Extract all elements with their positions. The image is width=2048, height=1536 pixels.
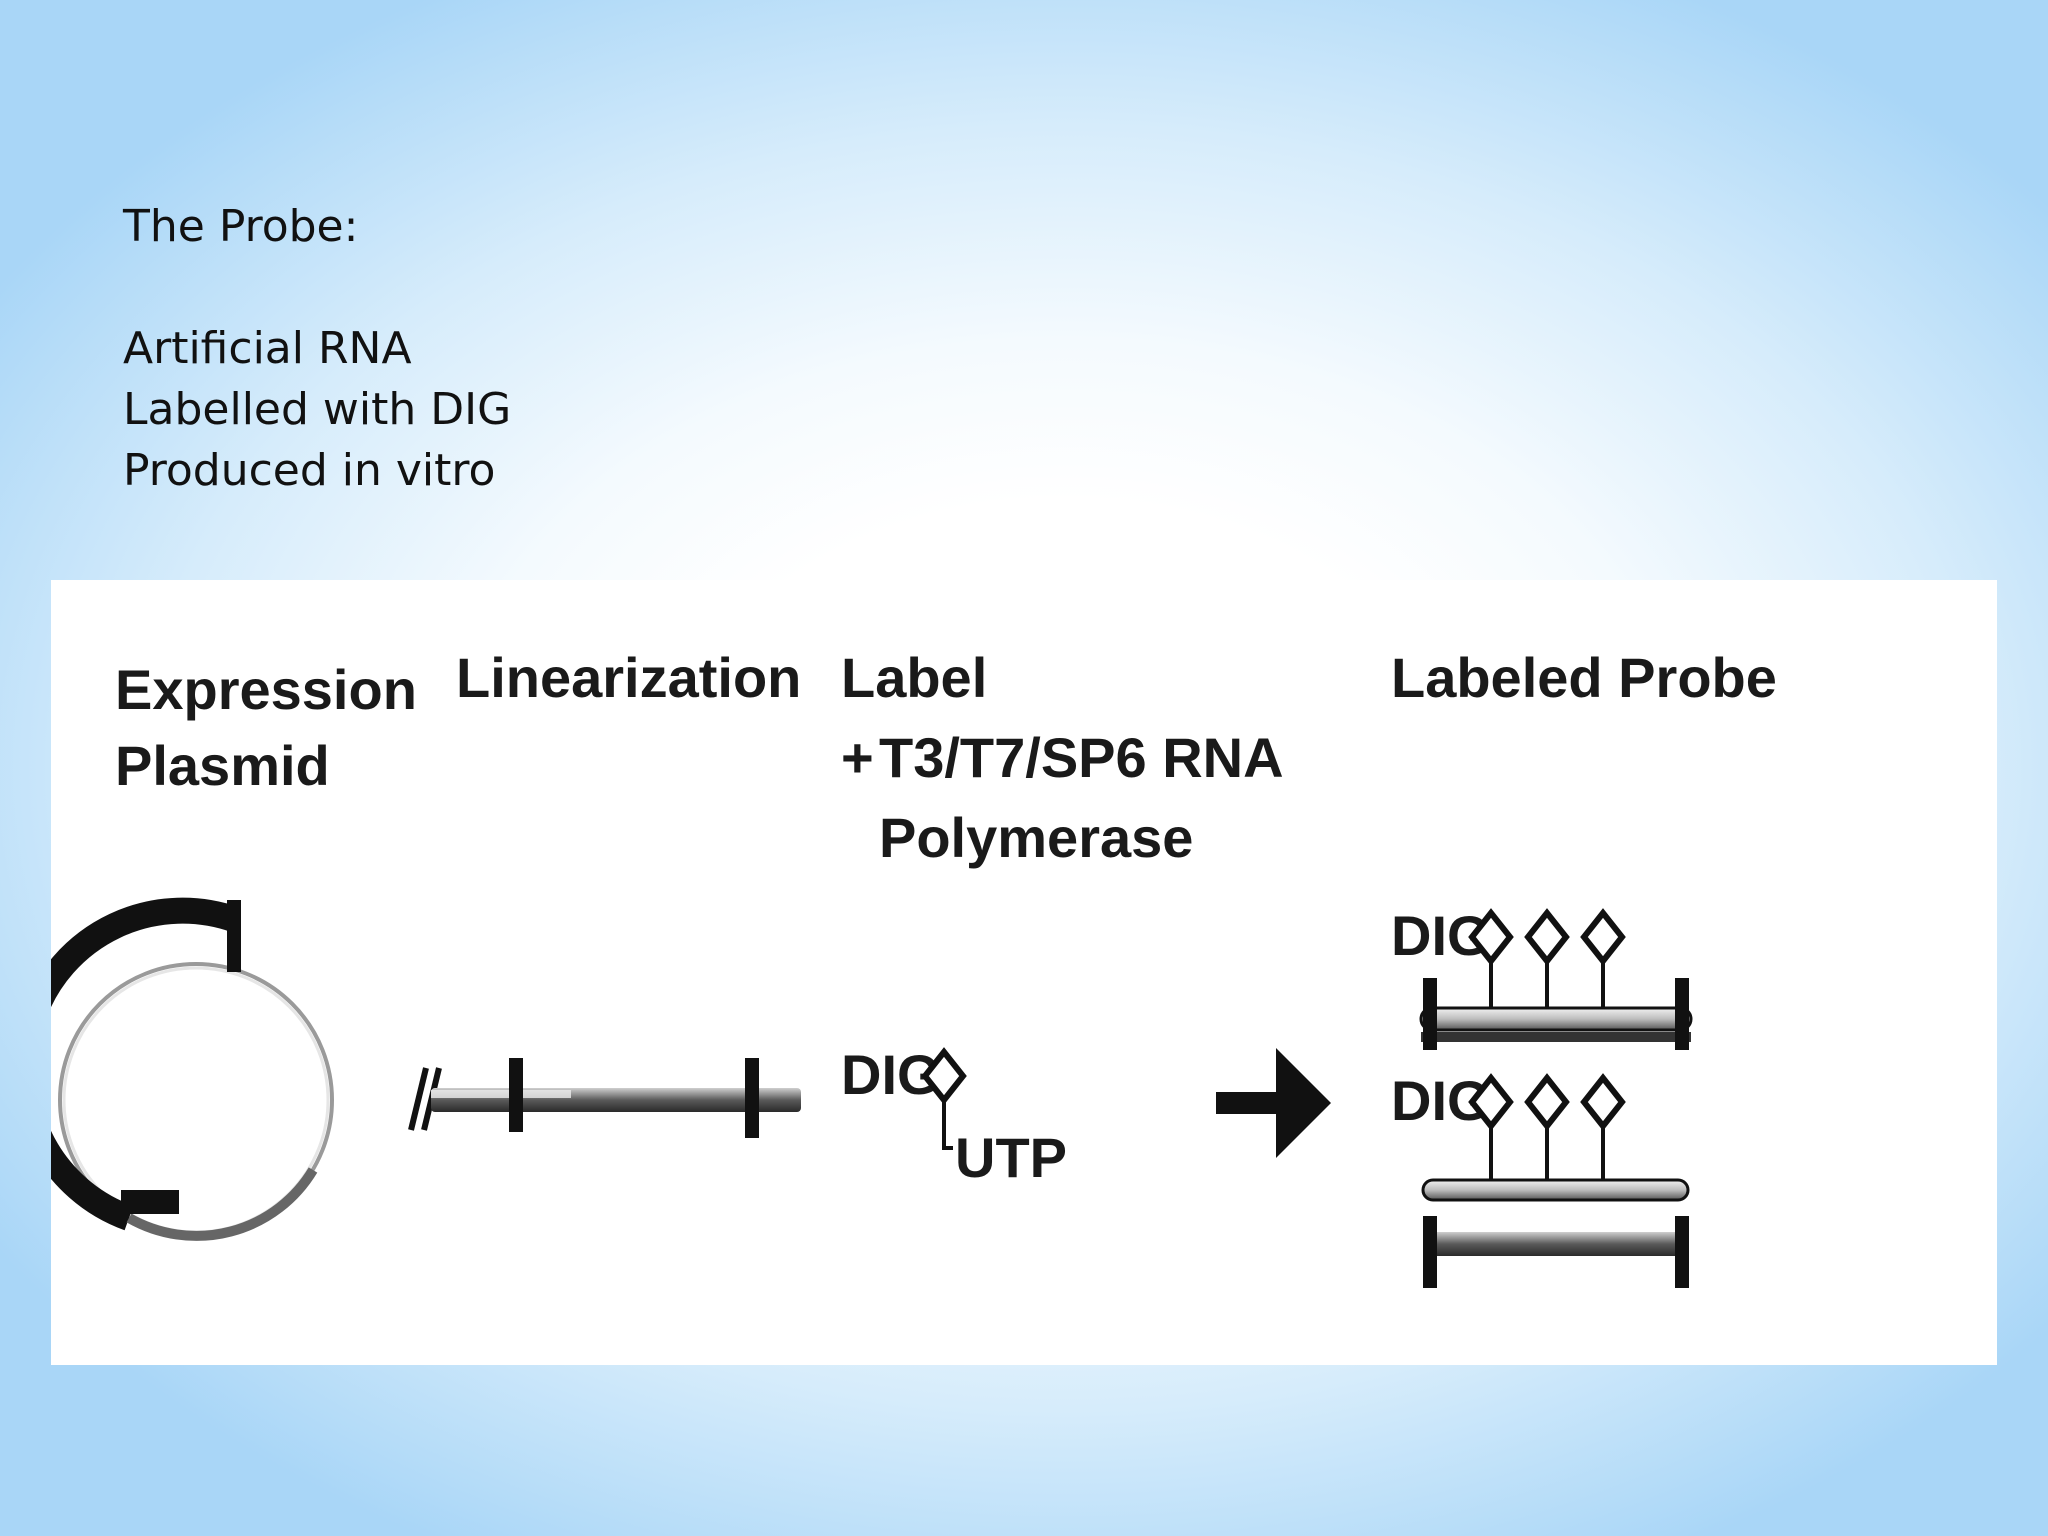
label-labeled-probe: Labeled Probe <box>1391 646 1777 709</box>
label-linearization: Linearization <box>456 646 801 709</box>
label-label: Label <box>841 646 987 709</box>
right-arrow-icon <box>1216 1048 1331 1158</box>
bullet-labelled-with-dig: Labelled with DIG <box>123 384 512 435</box>
bullet-artificial-rna: Artificial RNA <box>123 323 412 374</box>
probe-diagram-panel: Expression Plasmid Linearization <box>51 580 1997 1365</box>
labeled-probe-top-icon: DIG <box>1391 904 1693 1050</box>
label-polymerase: Polymerase <box>879 806 1193 869</box>
slide-text-block: The Probe: Artificial RNA Labelled with … <box>123 196 511 501</box>
slide-heading: The Probe: <box>123 201 359 252</box>
linearized-plasmid-icon <box>408 1058 801 1138</box>
label-expression: Expression <box>115 658 417 721</box>
dig-utp-utp-label: UTP <box>955 1126 1067 1189</box>
bullet-produced-in-vitro: Produced in vitro <box>123 445 496 496</box>
probe-diagram: Expression Plasmid Linearization <box>51 646 1777 1288</box>
labeled-probe-bottom-icon: DIG <box>1391 1069 1690 1288</box>
label-polymerase-type: T3/T7/SP6 RNA <box>879 726 1284 789</box>
dig-utp-icon: DIG UTP <box>841 1043 1067 1189</box>
plasmid-circle-icon <box>51 897 334 1241</box>
label-plasmid: Plasmid <box>115 734 330 797</box>
plus-sign: + <box>841 726 874 789</box>
